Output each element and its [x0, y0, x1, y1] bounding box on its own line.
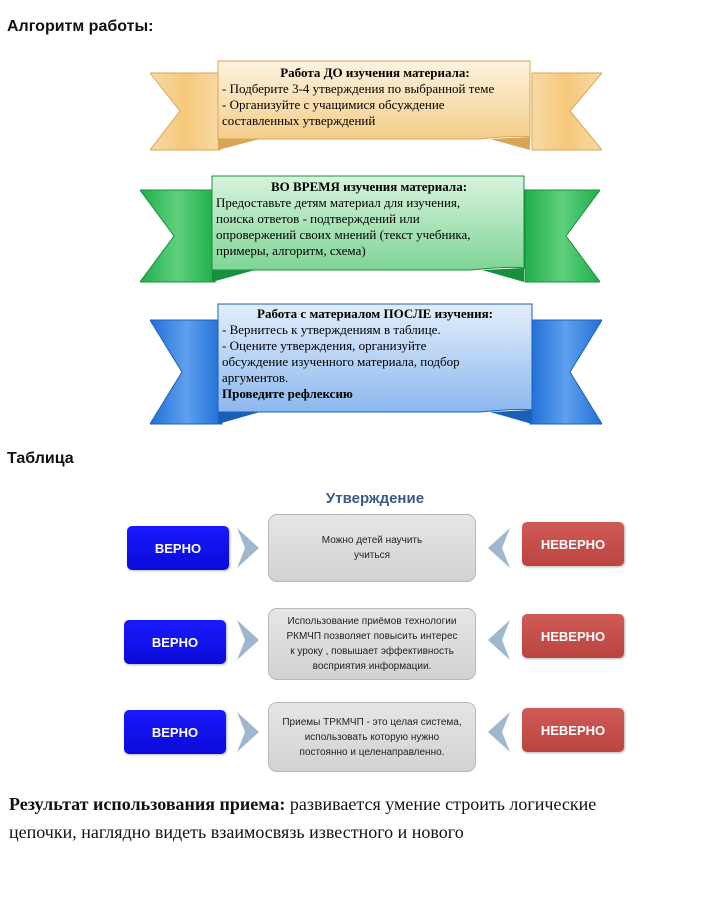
- chevron-left-icon: [488, 620, 510, 660]
- ribbon-after-study: Работа с материалом ПОСЛЕ изучения: - Ве…: [150, 298, 602, 430]
- ribbon-line: - Оцените утверждения, организуйте: [222, 338, 427, 353]
- ribbon-before-study: Работа ДО изучения материала: - Подберит…: [150, 55, 602, 155]
- statement-box: Использование приёмов технологии РКМЧП п…: [268, 608, 476, 680]
- result-paragraph: Результат использования приема: развивае…: [9, 790, 699, 846]
- ribbon-line: - Подберите 3-4 утверждения по выбранной…: [222, 81, 495, 96]
- algorithm-heading: Алгоритм работы:: [7, 18, 154, 35]
- statement-box: Можно детей научить учиться: [268, 514, 476, 582]
- result-text: развивается умение строить логические: [285, 794, 597, 814]
- table-heading: Таблица: [7, 450, 74, 467]
- ribbon-line: обсуждение изученного материала, подбор: [222, 354, 460, 369]
- chevron-right-icon: [237, 620, 259, 660]
- true-button[interactable]: ВЕРНО: [124, 620, 226, 664]
- ribbon-banner-orange: [150, 60, 602, 151]
- statement-line: Можно детей научить: [321, 535, 423, 546]
- chevron-right-icon: [237, 712, 259, 752]
- statement-line: использовать которую нужно: [304, 731, 440, 743]
- chevron-right-icon: [237, 528, 259, 568]
- false-button[interactable]: НЕВЕРНО: [522, 708, 624, 752]
- result-label: Результат использования приема:: [9, 794, 286, 814]
- statement-column-title: Утверждение: [325, 490, 425, 507]
- ribbon-banner-blue: [150, 303, 602, 425]
- ribbon-line: - Вернитесь к утверждениям в таблице.: [222, 322, 441, 337]
- ribbon-line: составленных утверждений: [222, 113, 376, 128]
- statement-line: Приемы ТРКМЧП - это целая система,: [282, 716, 462, 728]
- ribbon-title: Работа ДО изучения материала:: [280, 65, 470, 80]
- statement-box: Приемы ТРКМЧП - это целая система, испол…: [268, 702, 476, 772]
- ribbon-line: Предоставьте детям материал для изучения…: [216, 195, 461, 210]
- false-button[interactable]: НЕВЕРНО: [522, 614, 624, 658]
- ribbon-title: Работа с материалом ПОСЛЕ изучения:: [257, 306, 493, 321]
- statement-line: к уроку , повышает эффективность: [290, 646, 454, 657]
- ribbon-title: ВО ВРЕМЯ изучения материала:: [270, 179, 468, 194]
- ribbon-bold-line: Проведите рефлексию: [222, 386, 353, 401]
- statement-line: Использование приёмов технологии: [287, 616, 457, 627]
- chevron-left-icon: [488, 528, 510, 568]
- statement-line: РКМЧП позволяет повысить интерес: [286, 631, 458, 642]
- chevron-left-icon: [488, 712, 510, 752]
- true-button[interactable]: ВЕРНО: [127, 526, 229, 570]
- ribbon-line: - Организуйте с учащимися обсуждение: [222, 97, 445, 112]
- statement-line: восприятия информации.: [312, 661, 432, 672]
- statement-line: учиться: [353, 550, 390, 561]
- ribbon-line: опровержений своих мнений (текст учебник…: [216, 227, 471, 242]
- ribbon-line: примеры, алгоритм, схема): [216, 243, 366, 258]
- false-button[interactable]: НЕВЕРНО: [522, 522, 624, 566]
- ribbon-line: поиска ответов - подтверждений или: [216, 211, 420, 226]
- result-text-continued: цепочки, наглядно видеть взаимосвязь изв…: [9, 822, 464, 842]
- ribbon-during-study: ВО ВРЕМЯ изучения материала: Предоставьт…: [140, 170, 600, 288]
- ribbon-line: аргументов.: [222, 370, 289, 385]
- statement-line: постоянно и целенаправленно.: [299, 746, 445, 758]
- ribbon-banner-green: [140, 175, 600, 283]
- true-button[interactable]: ВЕРНО: [124, 710, 226, 754]
